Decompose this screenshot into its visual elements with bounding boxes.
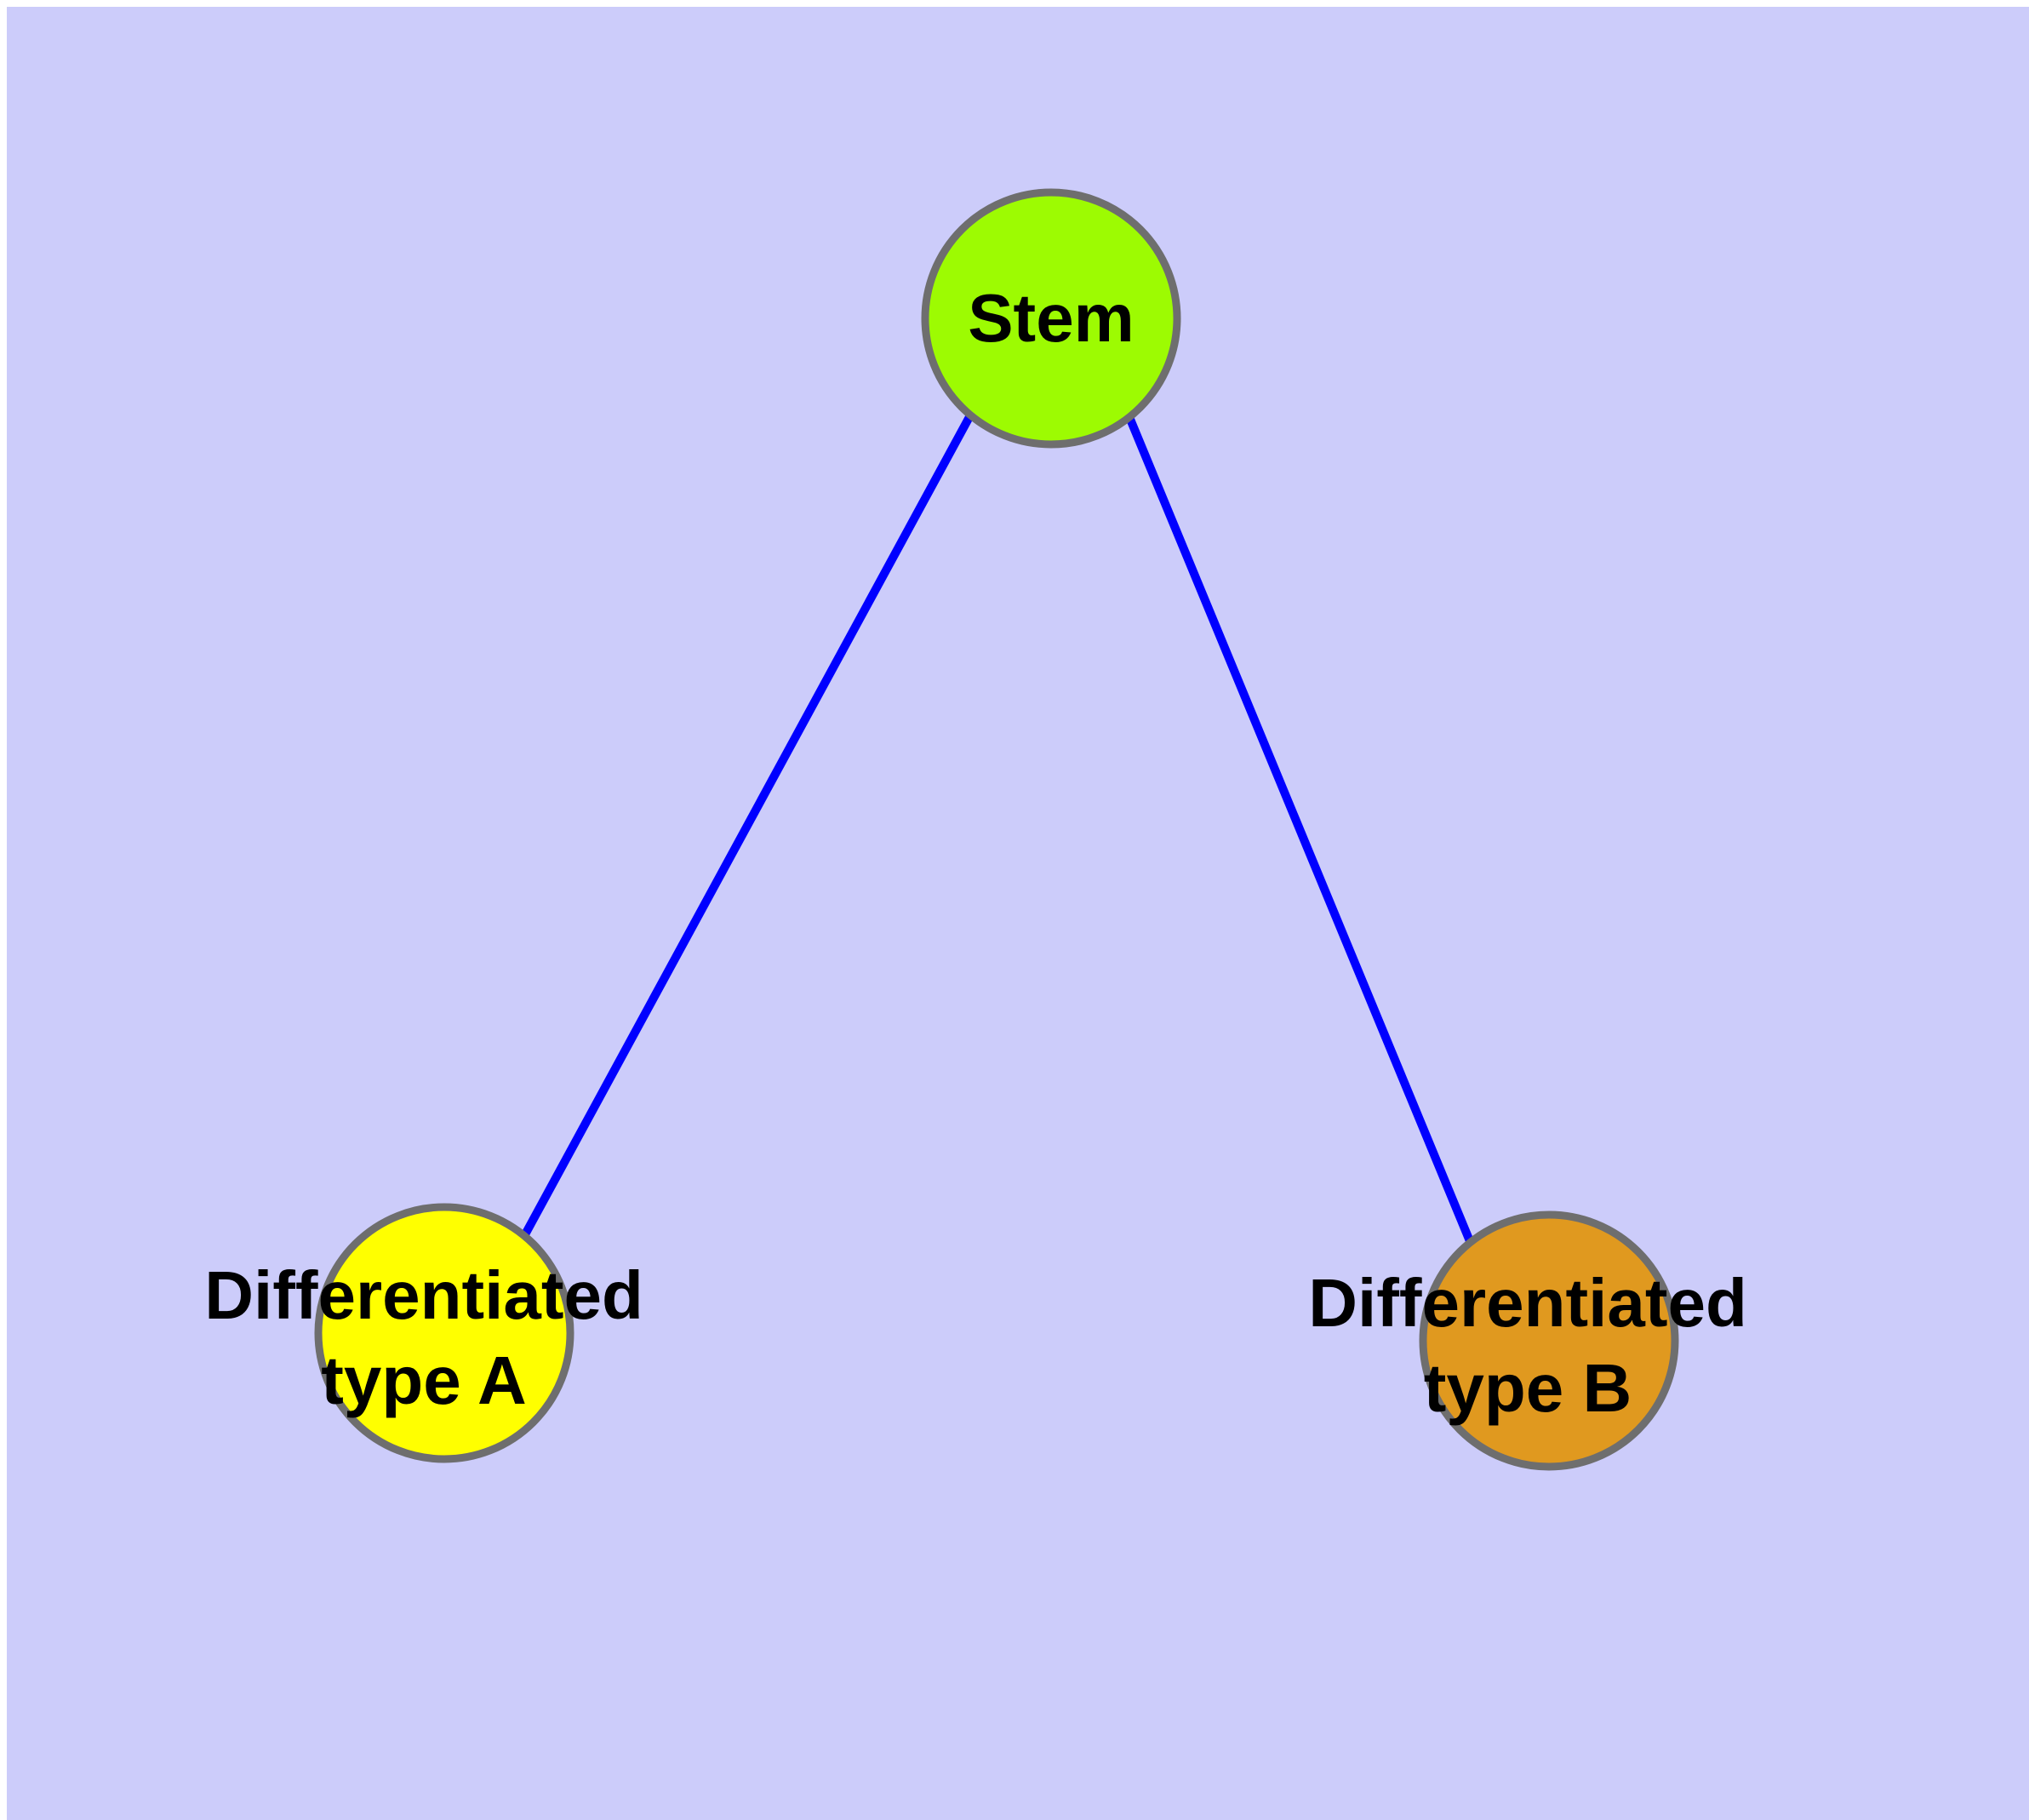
edge-layer [520, 413, 1474, 1243]
differentiated-type-b-node-circle[interactable] [1419, 1210, 1679, 1471]
node-stem[interactable]: Stem [921, 188, 1181, 449]
edge-stem-to-differentiated-type-a[interactable] [520, 413, 974, 1239]
stem-node-circle[interactable] [921, 188, 1181, 449]
differentiated-type-a-node-label-line1: Differentiated [204, 1257, 643, 1333]
stem-node-label: Stem [968, 280, 1135, 356]
node-differentiated-type-a[interactable]: Differentiated type A [204, 1203, 643, 1463]
edge-stem-to-differentiated-type-b[interactable] [1125, 415, 1474, 1243]
differentiated-type-b-node-label-line2: type B [1424, 1350, 1632, 1426]
node-differentiated-type-b[interactable]: Differentiated type B [1308, 1210, 1747, 1471]
differentiated-type-a-node-circle[interactable] [314, 1203, 574, 1463]
differentiated-type-b-node-label-line1: Differentiated [1308, 1265, 1747, 1341]
differentiated-type-a-node-label-line2: type A [321, 1342, 527, 1418]
